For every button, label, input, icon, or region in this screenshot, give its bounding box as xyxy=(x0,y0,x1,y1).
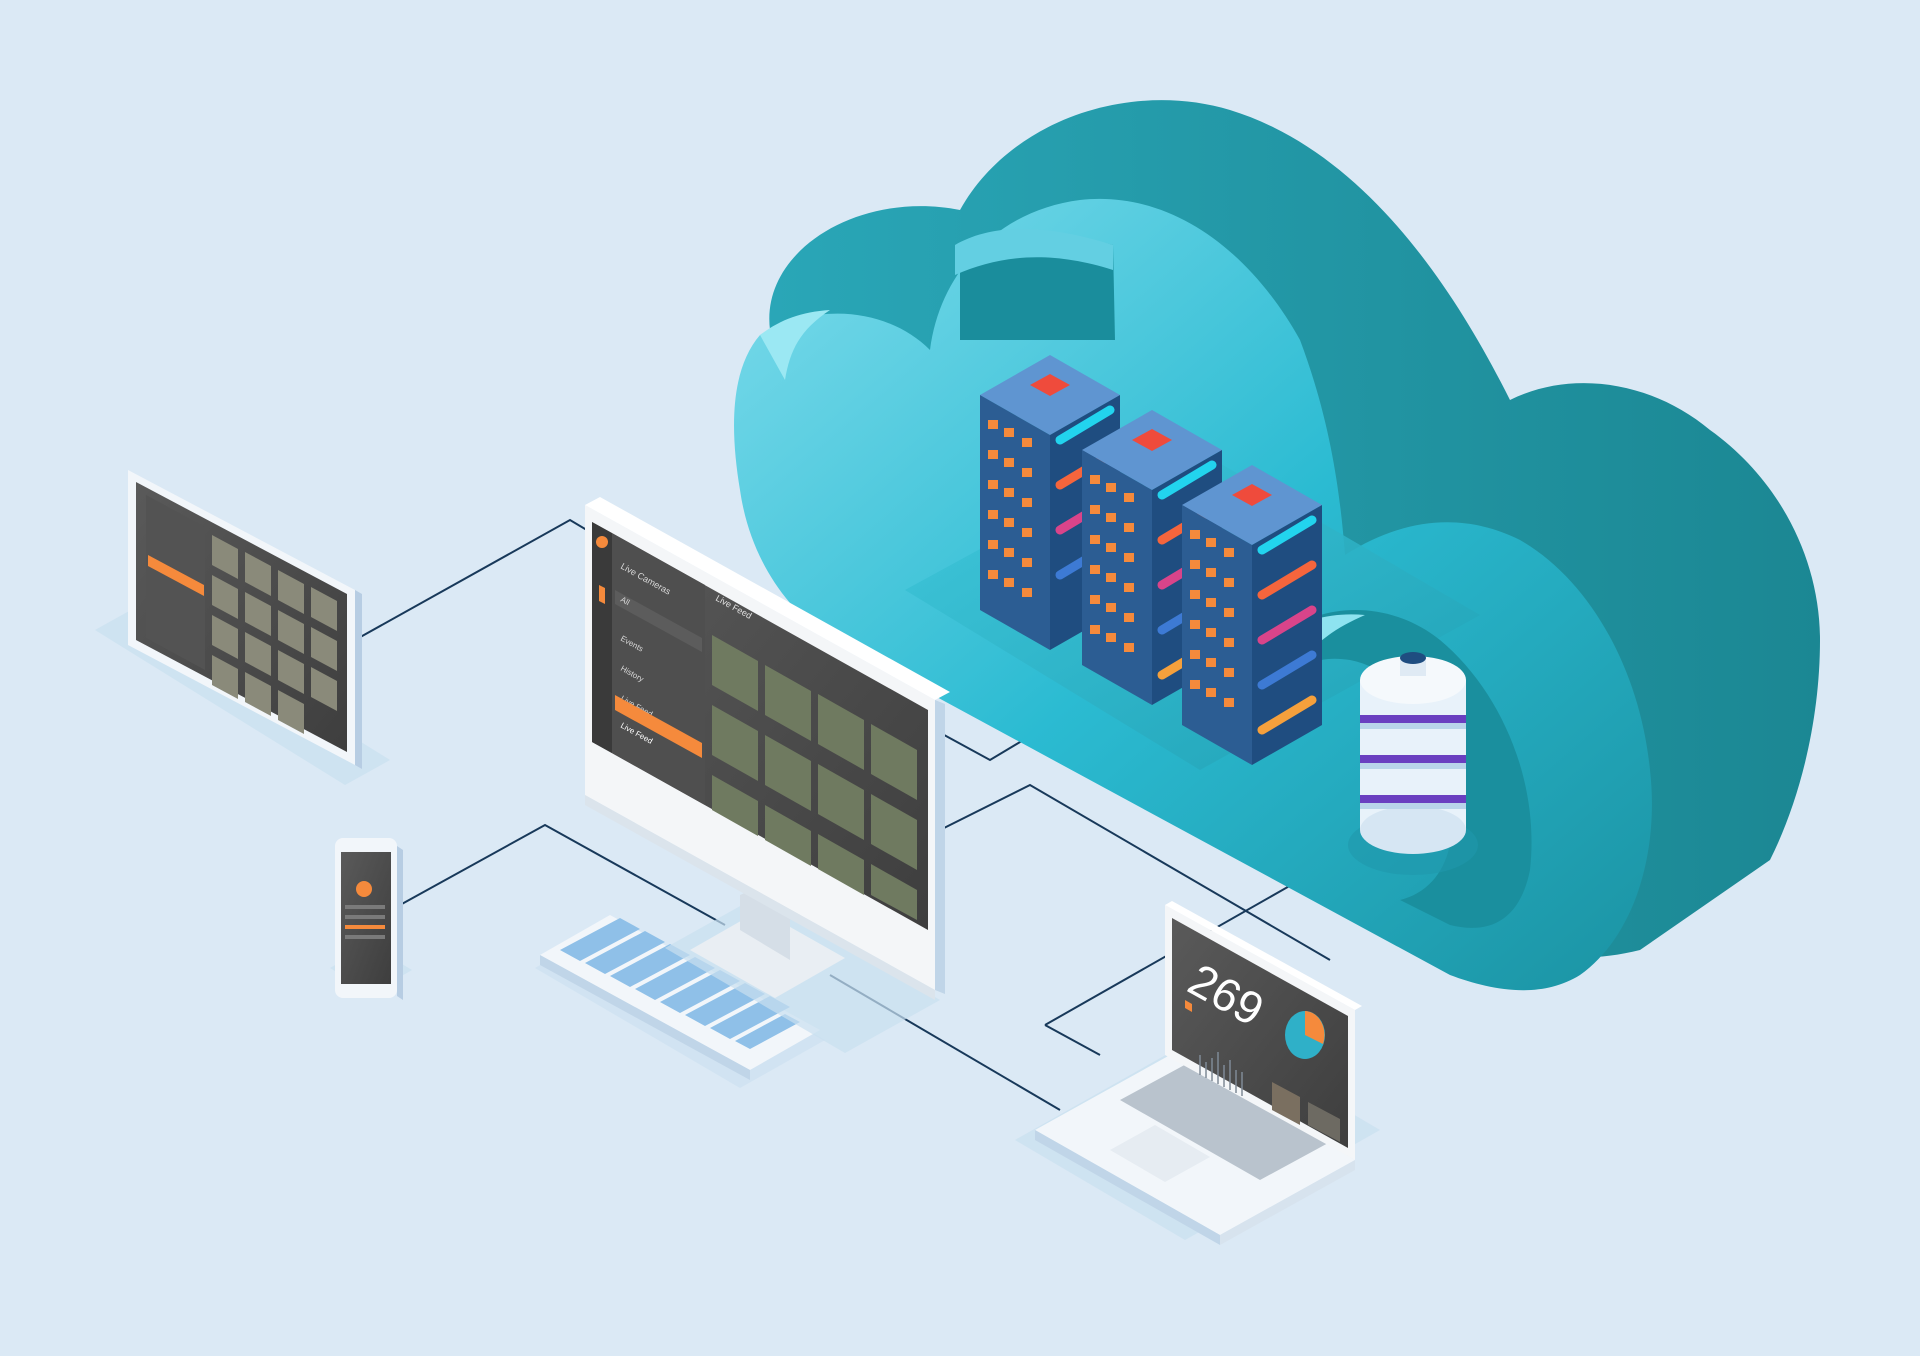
database-icon xyxy=(1348,652,1478,875)
laptop-icon: 269 xyxy=(1015,901,1380,1245)
bar-chart-graphic xyxy=(1199,1052,1243,1096)
server-rack-icon xyxy=(980,355,1322,765)
tablet-face-grid xyxy=(212,535,337,734)
pie-chart-graphic xyxy=(1285,1011,1325,1059)
server-rack-3 xyxy=(1182,465,1322,765)
monitor-video-grid xyxy=(712,635,917,920)
monitor-icon: Live Cameras All Events History Live Fee… xyxy=(585,497,950,1053)
phone-icon xyxy=(330,838,412,1000)
tablet-sidebar xyxy=(146,495,205,670)
tablet-icon xyxy=(95,470,390,785)
keyboard-icon xyxy=(535,915,825,1088)
sidebar-item-label: All xyxy=(619,595,631,607)
